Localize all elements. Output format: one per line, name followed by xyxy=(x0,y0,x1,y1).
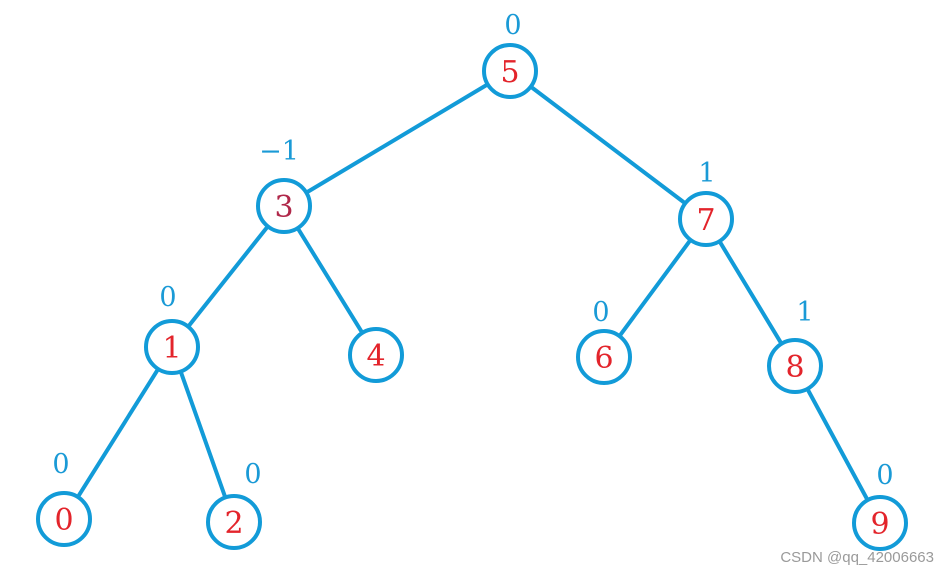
node-value: 2 xyxy=(224,506,243,541)
node-circle xyxy=(767,338,823,394)
balance-factor: −1 xyxy=(259,136,299,167)
node-value: 9 xyxy=(870,507,889,542)
node-value: 5 xyxy=(500,55,519,90)
edge-n3-n1 xyxy=(186,225,270,328)
tree-node-7: 71 xyxy=(678,158,734,247)
edge-n8-n9 xyxy=(805,387,870,502)
balance-factor: 0 xyxy=(876,460,893,491)
tree-node-3: 3 −1 xyxy=(256,136,312,234)
tree-node-5: 50 xyxy=(482,10,538,99)
node-value: 6 xyxy=(594,341,613,376)
node-value: 3 xyxy=(274,190,293,225)
tree-node-8: 81 xyxy=(767,297,823,394)
edge-n7-n8 xyxy=(717,240,784,345)
edge-n5-n3 xyxy=(305,82,489,195)
node-value: 0 xyxy=(54,503,73,538)
balance-factor: 0 xyxy=(159,282,176,313)
balance-factor: 0 xyxy=(52,449,69,480)
balance-factor: 1 xyxy=(698,158,715,189)
node-circle xyxy=(36,491,92,547)
tree-node-0: 00 xyxy=(36,449,92,547)
node-circle xyxy=(348,327,404,383)
node-value: 7 xyxy=(696,203,715,238)
watermark: CSDN @qq_42006663 xyxy=(780,549,934,566)
node-circle xyxy=(206,494,262,550)
edge-n1-n2 xyxy=(179,370,227,499)
balance-factor: 0 xyxy=(592,297,609,328)
edge-n1-n0 xyxy=(76,367,160,499)
node-circle xyxy=(852,495,908,551)
node-circle xyxy=(482,43,538,99)
balance-factor: 1 xyxy=(796,297,813,328)
edge-n3-n4 xyxy=(296,226,364,335)
edge-n7-n6 xyxy=(618,238,692,338)
tree-node-2: 20 xyxy=(206,459,262,550)
balance-factor: 0 xyxy=(504,10,521,41)
edge-n5-n7 xyxy=(529,85,687,205)
tree-node-4: 4 xyxy=(348,327,404,383)
node-circle xyxy=(678,191,734,247)
node-value: 8 xyxy=(785,350,804,385)
node-value: 1 xyxy=(162,331,181,366)
tree-node-9: 90 xyxy=(852,460,908,551)
tree-node-6: 60 xyxy=(576,297,632,385)
node-circle xyxy=(144,319,200,375)
node-circle xyxy=(576,329,632,385)
node-value: 4 xyxy=(366,339,385,374)
balance-factor: 0 xyxy=(244,459,261,490)
node-circle xyxy=(256,178,312,234)
tree-node-1: 10 xyxy=(144,282,200,375)
